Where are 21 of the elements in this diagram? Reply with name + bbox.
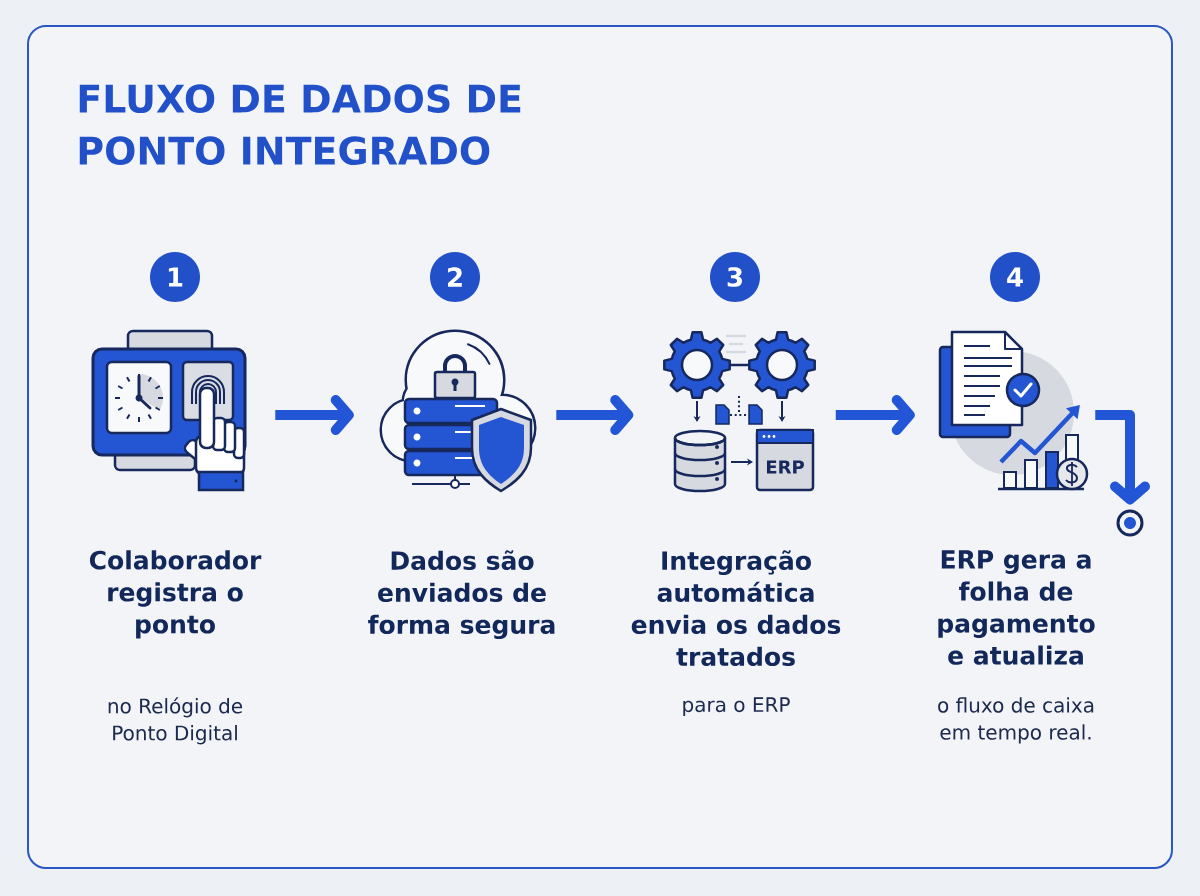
time-clock-illustration — [91, 329, 247, 492]
cloud-server-illustration — [379, 329, 537, 493]
gears-database-illustration — [663, 331, 816, 493]
step-heading: Integração automática envia os dados tratados — [631, 550, 841, 667]
step-heading: Colaborador registra o ponto — [89, 550, 262, 639]
payroll-chart-illustration — [938, 330, 1089, 491]
window-label: ERP — [767, 460, 804, 474]
step-number-badge: 2 — [430, 252, 480, 302]
step-heading: Dados são enviados de forma segura — [368, 550, 555, 640]
arrow — [835, 395, 915, 435]
step-number-badge: 3 — [710, 252, 760, 302]
step-heading: ERP gera a folha de pagamento e atualiza — [938, 550, 1095, 665]
arrow — [556, 395, 634, 435]
arrow — [275, 395, 354, 435]
step-description: o fluxo de caixa em tempo real. — [938, 697, 1094, 744]
target-circle — [1116, 509, 1144, 537]
step-description: para o ERP — [683, 697, 790, 716]
step-number-badge: 4 — [990, 252, 1040, 302]
title: FLUXO DE DADOS DE PONTO INTEGRADO — [79, 84, 521, 165]
step-number-badge: 1 — [150, 252, 200, 302]
step-description: no Relógio de Ponto Digital — [108, 697, 243, 745]
